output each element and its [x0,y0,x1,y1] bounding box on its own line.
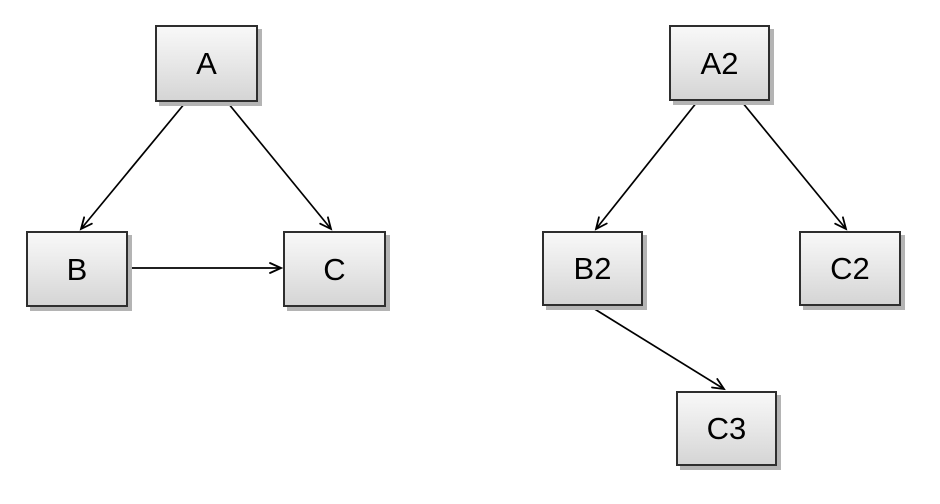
node-label: B2 [573,251,612,286]
edge-A-C[interactable] [227,102,331,229]
node-A[interactable]: A [155,25,258,102]
node-C2[interactable]: C2 [799,231,901,306]
node-C[interactable]: C [283,231,386,307]
node-label: C2 [830,251,870,286]
edge-A2-C2[interactable] [741,101,846,229]
node-label: A2 [700,45,739,81]
node-C3[interactable]: C3 [676,391,777,466]
node-B[interactable]: B [26,231,128,307]
node-B2[interactable]: B2 [542,231,643,306]
edge-A-B[interactable] [81,102,186,229]
node-A2[interactable]: A2 [669,25,770,101]
edge-A2-B2[interactable] [596,101,698,229]
node-label: C3 [706,411,747,446]
edge-B2-C3[interactable] [592,307,724,389]
node-label: B [66,251,88,287]
node-label: C [323,251,346,287]
node-label: A [196,46,217,81]
